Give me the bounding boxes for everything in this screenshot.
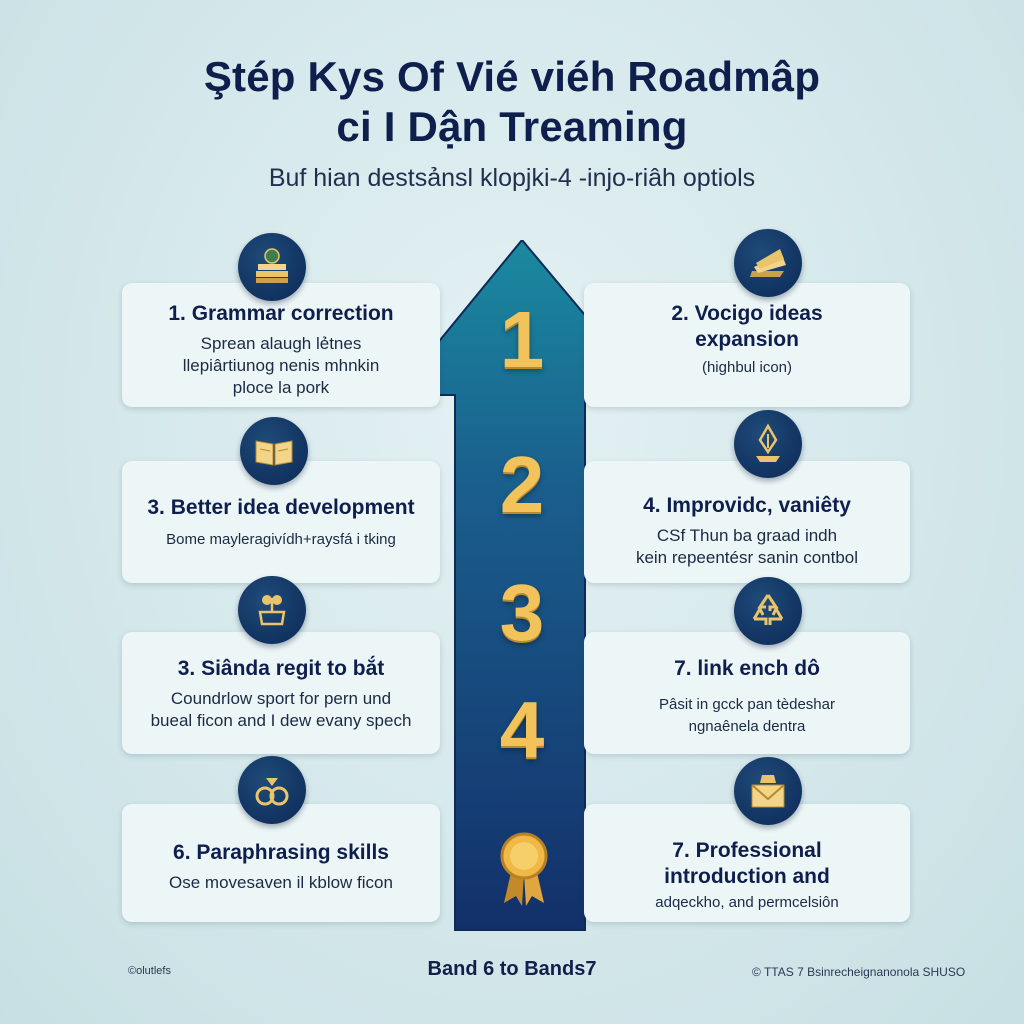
step-number-2: 2 [499, 440, 545, 529]
paper-stack-icon [734, 229, 802, 297]
card-text-line: Sprean alaugh lẻtnes [200, 334, 362, 353]
rings-icon [238, 756, 306, 824]
plant-icon [238, 576, 306, 644]
open-book-icon [240, 417, 308, 485]
card-paraphrasing-skills: 6. Paraphrasing skills Ose movesaven il … [122, 804, 440, 922]
card-text-line: kein repeentésr sanin contbol [635, 548, 859, 567]
card-text-line: Bome mayleragivídh+raysfá i tking [166, 531, 396, 548]
medal-icon [500, 832, 548, 906]
card-text-line: (highbul icon) [701, 359, 793, 376]
card-heading: 7. link ench dô [674, 657, 820, 680]
card-heading: 1. Grammar correction [168, 302, 394, 325]
card-heading: 3. Siânda regit to bắt [177, 657, 385, 680]
card-heading: 3. Better idea development [147, 496, 415, 519]
step-number-3: 3 [499, 568, 545, 657]
pen-nib-icon [734, 410, 802, 478]
card-text-line: ngnaênela dentra [688, 718, 806, 735]
card-professional-introduction: 7. Professional introduction and adqeckh… [584, 804, 910, 922]
card-text-line: Ose movesaven il kblow ficon [169, 873, 393, 892]
card-standard-register: 3. Siânda regit to bắt Coundrlow sport f… [122, 632, 440, 754]
step-number-4: 4 [499, 685, 545, 774]
envelope-icon [734, 757, 802, 825]
books-icon [238, 233, 306, 301]
card-heading: introduction and [664, 865, 830, 888]
card-linking-ideas: 7. link ench dô Pâsit in gcck pan tèdesh… [584, 632, 910, 754]
card-text-line: CSf Thun ba graad indh [656, 526, 838, 545]
card-improving-variety: 4. Improvidc, vaniêty CSf Thun ba graad … [584, 461, 910, 583]
card-text-line: llepiârtiunog nenis mhnkin [182, 356, 380, 375]
card-text-line: ploce la pork [232, 378, 330, 397]
card-heading: expansion [695, 328, 799, 351]
card-heading: 7. Professional [672, 839, 822, 862]
subtitle: Buf hian destsảnsl klopjki-4 -injo-riâh … [268, 164, 756, 192]
card-text-line: adqeckho, and permcelsiôn [655, 894, 839, 911]
card-vocabulary-expansion: 2. Vocigo ideas expansion (highbul icon) [584, 283, 910, 407]
recycle-icon [734, 577, 802, 645]
card-grammar-correction: 1. Grammar correction Sprean alaugh lẻtn… [122, 283, 440, 407]
title-line-1: Ştép Kys Of Vié viéh Roadmâp [203, 53, 821, 100]
footer-band-label: Band 6 to Bands7 [427, 958, 597, 980]
card-text-line: Pâsit in gcck pan tèdeshar [659, 696, 835, 713]
card-heading: 6. Paraphrasing skills [173, 841, 389, 864]
page-title: Ştép Kys Of Vié viéh Roadmâp ci I Dận Tr… [0, 52, 1024, 152]
card-text-line: Coundrlow sport for pern und [170, 689, 392, 708]
step-number-1: 1 [499, 295, 545, 384]
footer-credit-left: ©olutlefs [128, 965, 171, 977]
card-heading: 2. Vocigo ideas [671, 302, 823, 325]
card-text-line: bueal ficon and I dew evany spech [150, 711, 412, 730]
footer-copyright: © TTAS 7 Bsinrecheignanonola SHUSO [752, 965, 966, 979]
title-line-2: ci I Dận Treaming [336, 103, 688, 150]
card-heading: 4. Improvidc, vaniêty [643, 494, 851, 517]
